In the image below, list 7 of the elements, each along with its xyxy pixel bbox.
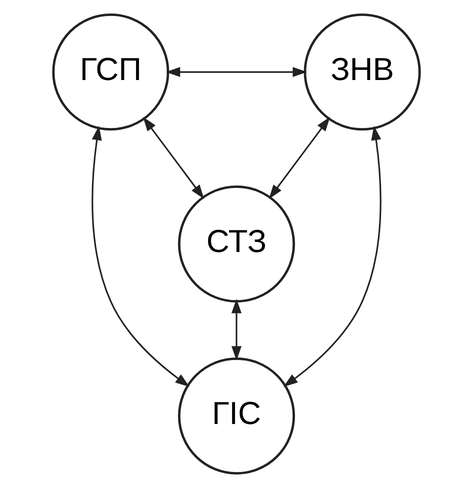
arrow: [92, 126, 190, 387]
arrow: [142, 116, 204, 199]
arrow: [166, 67, 308, 78]
arrow: [268, 116, 330, 199]
node-circle: ГІС: [178, 357, 296, 474]
arrow: [231, 298, 242, 361]
arrow: [283, 126, 382, 387]
